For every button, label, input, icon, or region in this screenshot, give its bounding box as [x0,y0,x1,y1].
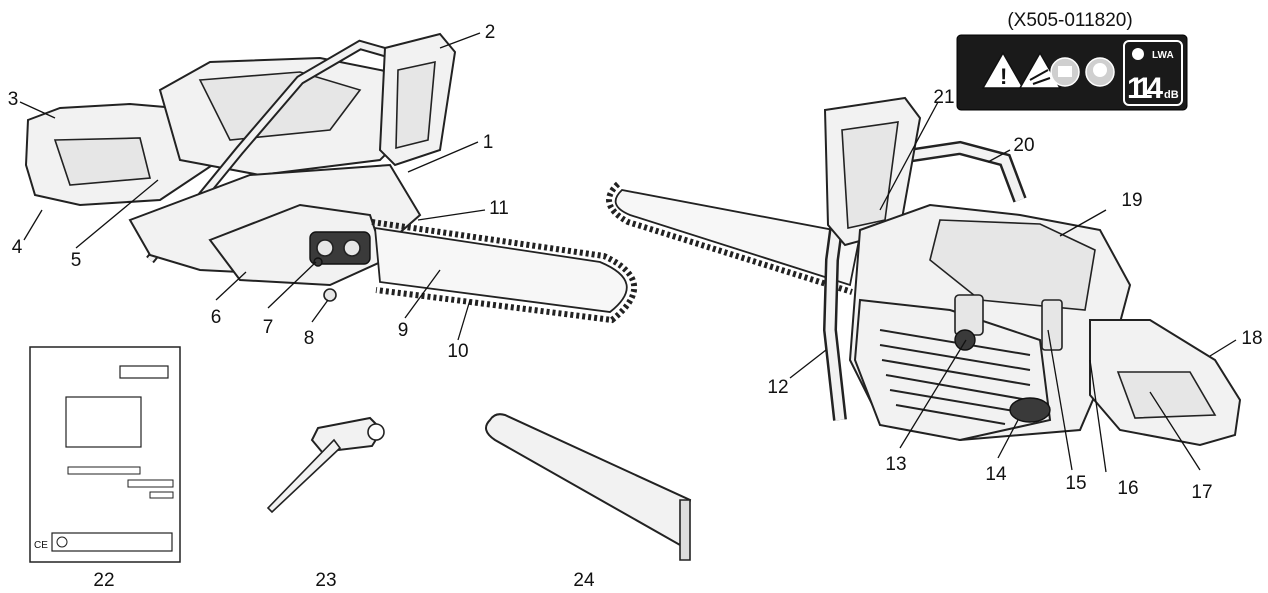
combination-wrench [266,416,385,514]
callout-24: 24 [573,570,595,591]
callout-7: 7 [263,317,274,338]
callout-20: 20 [1013,135,1034,156]
label-code: (X505-011820) [1007,10,1132,31]
leader-lines [19,32,1237,473]
kickback-warning-icon [1018,51,1062,89]
chainsaw-left-view [24,32,638,324]
callout-22: 22 [93,570,114,591]
chainsaw-right-view [606,96,1242,447]
operators-manual: CE [29,346,181,563]
svg-text:!: ! [1000,64,1007,89]
callout-23: 23 [315,570,336,591]
sound-symbol: LWA [1152,50,1174,61]
callout-5: 5 [71,250,82,271]
warning-label: ! LWA 114 dB [956,34,1188,111]
sound-unit: dB [1164,89,1179,101]
callout-10: 10 [447,341,468,362]
sound-value: 114 [1127,72,1163,105]
callout-18: 18 [1241,328,1262,349]
callout-13: 13 [885,454,906,475]
callout-15: 15 [1065,473,1086,494]
callout-3: 3 [8,89,19,110]
warning-triangle-icon: ! [981,51,1025,89]
guide-bar-cover [485,413,692,561]
callout-numbers: 1 2 3 4 5 6 7 8 9 10 11 12 13 14 15 16 1… [8,22,1263,591]
callout-21: 21 [933,87,954,108]
callout-17: 17 [1191,482,1212,503]
callout-16: 16 [1117,478,1138,499]
sound-power-badge: LWA 114 dB [1123,40,1183,106]
callout-8: 8 [304,328,315,349]
callout-14: 14 [985,464,1007,485]
callout-9: 9 [398,320,409,341]
callout-1: 1 [483,132,494,153]
callout-2: 2 [485,22,496,43]
callout-4: 4 [12,237,23,258]
read-manual-icon [1050,57,1080,87]
ce-mark: CE [34,540,48,551]
callout-19: 19 [1121,190,1142,211]
protective-gear-icon [1085,57,1115,87]
callout-11: 11 [489,198,509,219]
callout-12: 12 [767,377,788,398]
callout-6: 6 [211,307,222,328]
